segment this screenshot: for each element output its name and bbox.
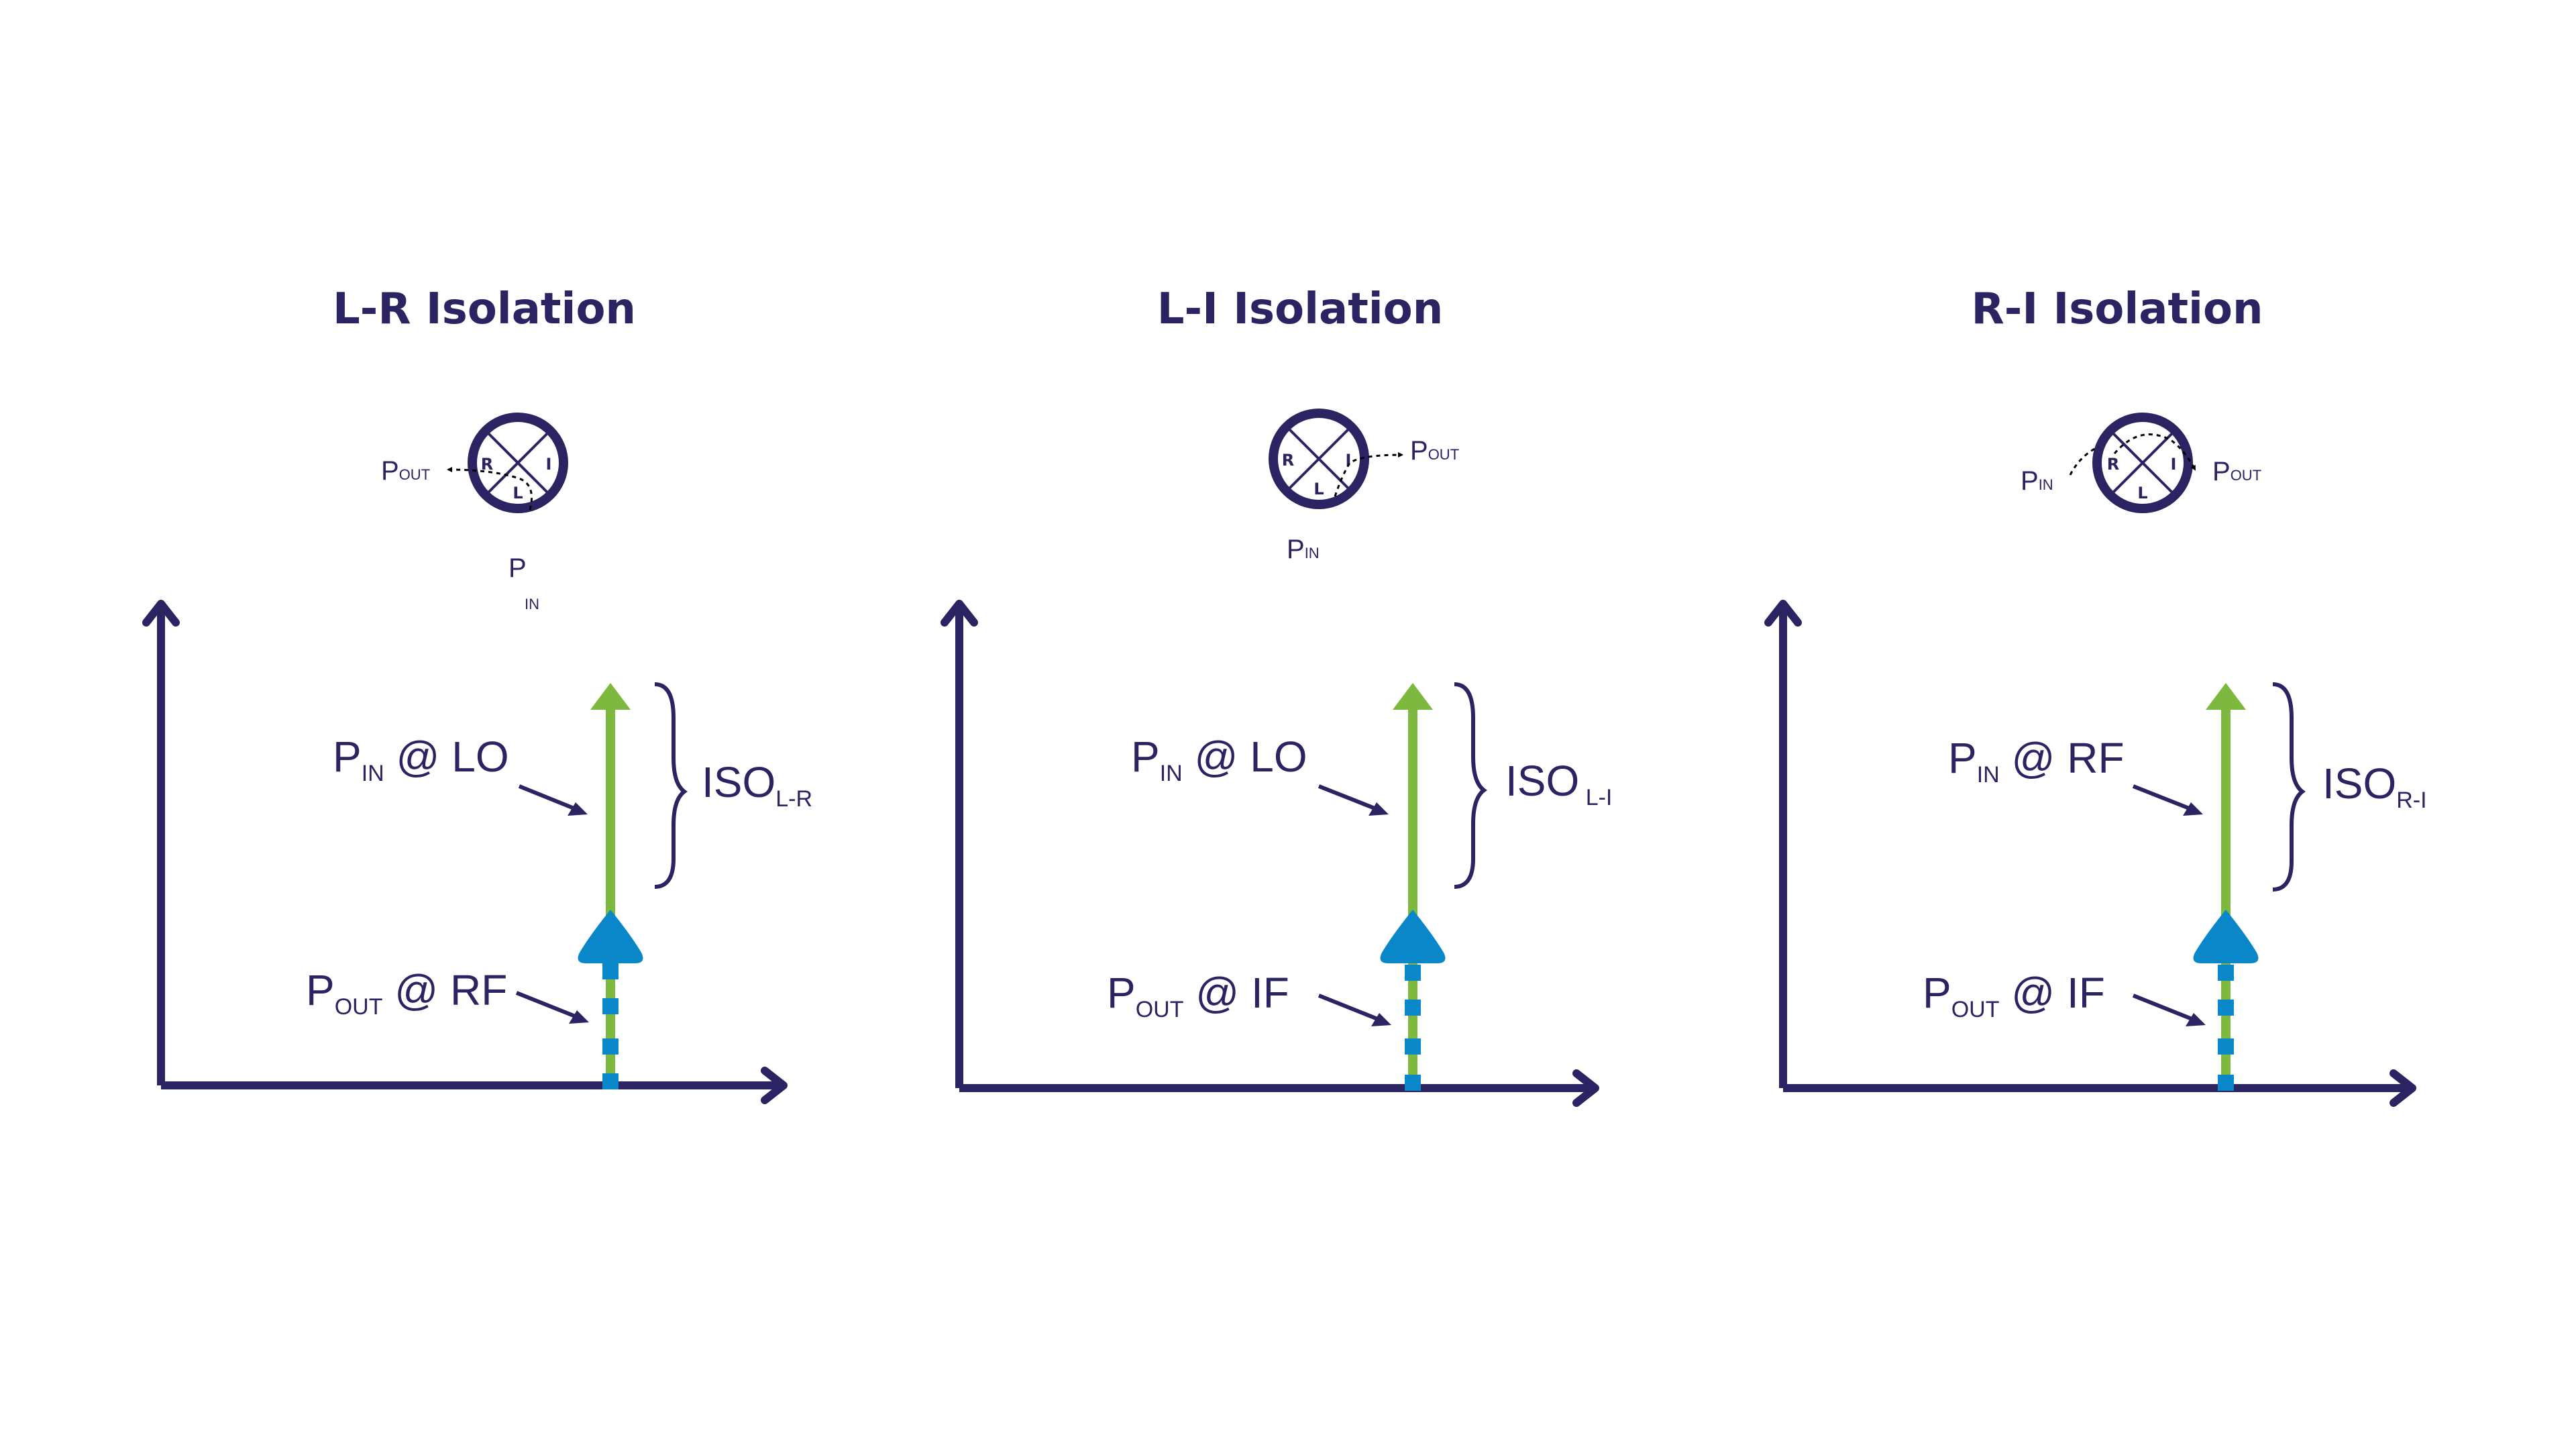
pin-pointer-arrow [1318, 784, 1389, 816]
pin-level-arrowhead [2206, 683, 2246, 710]
pout-label: POUT @ RF [306, 966, 507, 1020]
mixer-port-l: L [2137, 484, 2147, 502]
pin-pointer-arrow [518, 784, 588, 816]
mixer-symbol: R I L [2092, 413, 2193, 513]
pin-level-arrowhead [1393, 683, 1433, 710]
pout-level-arrowhead [578, 910, 643, 963]
pout-level-arrowhead [1380, 910, 1446, 963]
axes [1764, 600, 2416, 1107]
mixer-port-l: L [513, 484, 523, 502]
mixer-symbol: R I L [1269, 409, 1369, 509]
isolation-label: ISOR-I [2322, 759, 2427, 813]
pout-pointer-arrow [1318, 994, 1391, 1026]
pout-level-markers [2218, 965, 2234, 1091]
mixer-symbol: R I L [468, 413, 568, 513]
axes [941, 600, 1599, 1107]
mixer-leak-path [2113, 433, 2196, 471]
pout-level-markers [602, 963, 619, 1089]
mixer-port-i: I [546, 455, 552, 474]
mixer-port-i: I [2171, 455, 2177, 474]
pout-pointer-arrow [2132, 994, 2206, 1026]
isolation-brace [1454, 682, 1487, 889]
pin-label: PIN @ LO [1131, 733, 1307, 786]
pout-level-arrowhead [2193, 910, 2259, 963]
mixer-port-l: L [1313, 480, 1324, 498]
panel-l-i: L-I Isolation R I L POUT PIN [941, 284, 1612, 1107]
pout-label: POUT @ IF [1107, 969, 1289, 1022]
pin-level-arrowhead [590, 683, 631, 710]
mixer-pout-label: POUT [381, 456, 430, 486]
isolation-brace [2272, 682, 2306, 892]
panel-l-r: L-R Isolation R I L POUT P IN [142, 284, 812, 1104]
pin-label: PIN @ RF [1948, 734, 2125, 788]
panel-title: L-R Isolation [333, 284, 636, 334]
mixer-pout-label: POUT [1410, 436, 1459, 466]
mixer-port-r: R [1282, 451, 1294, 470]
axes [142, 600, 788, 1104]
isolation-brace [654, 682, 688, 889]
pin-pointer-arrow [2132, 784, 2203, 816]
mixer-input-path [2069, 445, 2099, 476]
mixer-pin-label: PIN [2021, 466, 2053, 496]
mixer-port-i: I [1346, 451, 1352, 470]
isolation-label: ISO L-I [1505, 757, 1612, 810]
pout-label: POUT @ IF [1923, 969, 2105, 1022]
panel-r-i: R-I Isolation R I L PIN POUT [1764, 284, 2427, 1107]
mixer-pin-label: PIN [1287, 535, 1320, 564]
mixer-pin-label-main: P [508, 553, 527, 583]
mixer-pout-label: POUT [2212, 457, 2261, 486]
panel-title: R-I Isolation [1972, 284, 2263, 334]
mixer-port-r: R [2107, 455, 2119, 474]
pout-pointer-arrow [515, 991, 589, 1024]
pin-label: PIN @ LO [333, 733, 509, 786]
isolation-label: ISOL-R [702, 758, 812, 812]
panel-title: L-I Isolation [1157, 284, 1444, 334]
pout-level-markers [1405, 965, 1421, 1091]
mixer-pin-label-sub: IN [525, 596, 539, 612]
mixer-port-r: R [481, 455, 493, 474]
